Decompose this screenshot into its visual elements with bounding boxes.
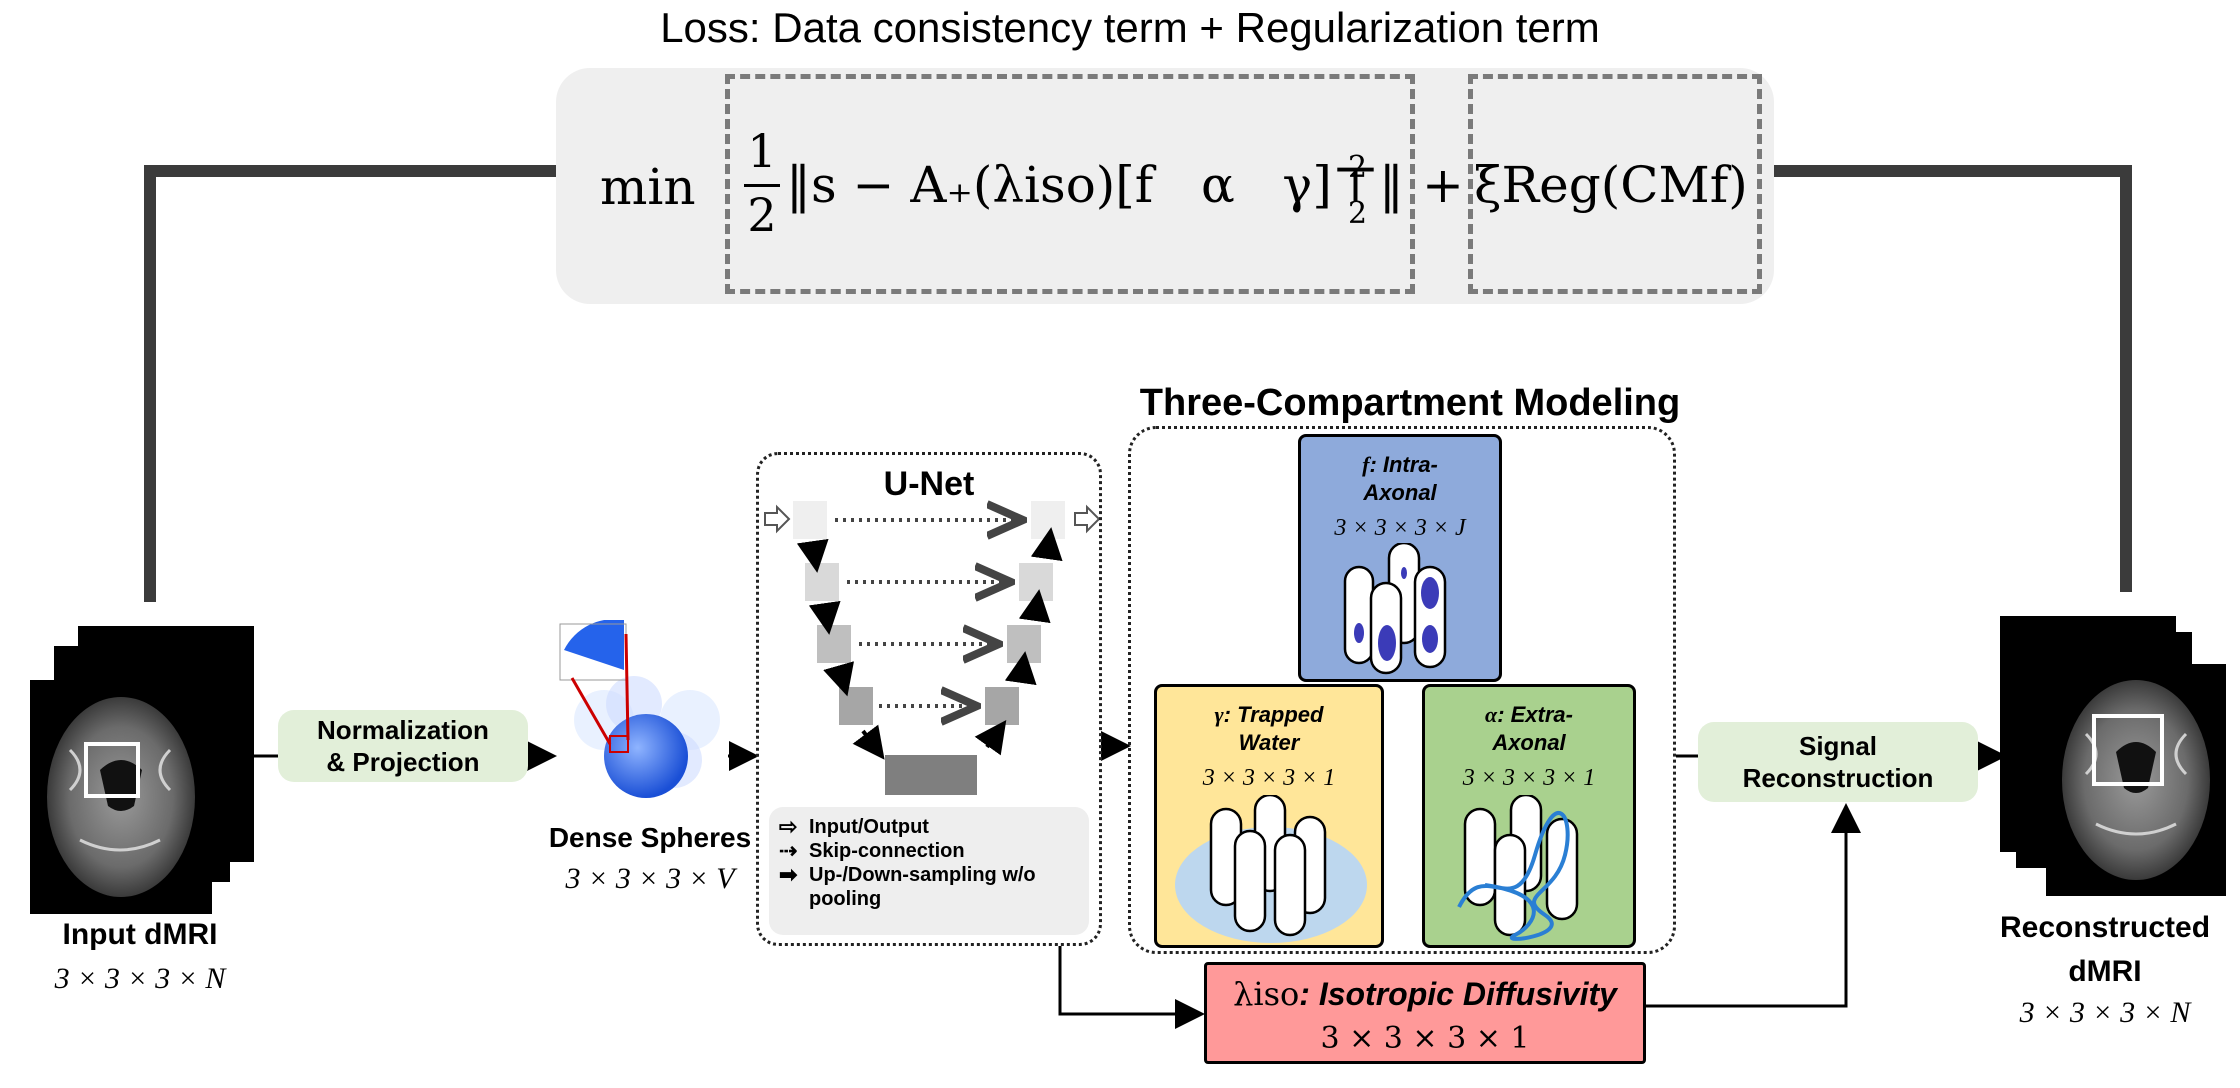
trapped-water-label: γ: Trapped Water bbox=[1157, 701, 1381, 757]
input-dmri-stack bbox=[30, 620, 260, 914]
output-dmri-stack bbox=[2000, 612, 2226, 896]
isotropic-diffusivity-box: λiso: Isotropic Diffusivity 3 × 3 × 3 × … bbox=[1204, 962, 1646, 1064]
three-compartment-title: Three-Compartment Modeling bbox=[1139, 382, 1681, 424]
isotropic-name: : Isotropic Diffusivity bbox=[1299, 976, 1617, 1012]
brain-mri-image bbox=[47, 697, 195, 897]
signal-line2: Reconstruction bbox=[1742, 763, 1934, 793]
legend-skip-connection: ⇢ Skip-connection bbox=[779, 839, 1079, 863]
trapped-name-line1: : Trapped bbox=[1223, 702, 1324, 727]
extra-name-line1: : Extra- bbox=[1497, 702, 1573, 727]
unet-legend: ⇨ Input/Output ⇢ Skip-connection ➡ Up-/D… bbox=[769, 807, 1089, 935]
unet-block: U-Net bbox=[756, 452, 1102, 946]
trapped-dims: 3 × 3 × 3 × 1 bbox=[1202, 765, 1336, 791]
unet-title: U-Net bbox=[883, 465, 975, 503]
arrow-isotropic-to-signal bbox=[1646, 803, 1861, 1008]
trapped-water-compartment: γ: Trapped Water 3 × 3 × 3 × 1 bbox=[1154, 684, 1384, 948]
data-consistency-term-box bbox=[725, 74, 1415, 294]
reconstructed-mri-image bbox=[2062, 680, 2210, 880]
output-dmri-label: Reconstructed dMRI bbox=[1980, 906, 2230, 994]
intra-name-line2: Axonal bbox=[1363, 480, 1437, 505]
intra-axonal-label: f: Intra- Axonal bbox=[1301, 451, 1499, 507]
data-consistency-term: ‖s − A₊(λiso)[f α γ]⊤‖ bbox=[786, 156, 1404, 214]
normalization-line2: & Projection bbox=[326, 747, 480, 777]
hollow-arrow-icon: ⇨ bbox=[779, 814, 798, 839]
extra-symbol: α bbox=[1485, 702, 1498, 727]
output-slice-front bbox=[2046, 664, 2226, 896]
signal-line1: Signal bbox=[1798, 731, 1877, 761]
extra-name-line2: Axonal bbox=[1492, 730, 1566, 755]
trapped-name-line2: Water bbox=[1238, 730, 1300, 755]
loss-formula-box: min 1 2 ‖s − A₊(λiso)[f α γ]⊤‖ 2 2 + ξRe… bbox=[556, 68, 1774, 304]
extra-axonal-label: α: Extra- Axonal bbox=[1425, 701, 1633, 757]
intra-axonal-cylinders bbox=[1343, 543, 1447, 675]
norm-power: 2 bbox=[1348, 150, 1368, 185]
extra-axonal-cylinders bbox=[1457, 795, 1579, 941]
extra-axonal-compartment: α: Extra- Axonal 3 × 3 × 3 × 1 bbox=[1422, 684, 1636, 948]
legend-sampling: ➡ Up-/Down-sampling w/o pooling bbox=[779, 863, 1079, 911]
dense-spheres-label: Dense Spheres bbox=[548, 822, 752, 853]
dense-spheres-graphic bbox=[559, 620, 720, 798]
three-compartment-block bbox=[1128, 426, 1676, 954]
input-dmri-label: Input dMRI bbox=[62, 918, 218, 951]
norm-subscript: 2 bbox=[1348, 196, 1368, 231]
loss-plus: + bbox=[1422, 156, 1464, 214]
dashed-arrow-icon: ⇢ bbox=[779, 838, 798, 863]
regularization-term-box bbox=[1468, 74, 1762, 294]
input-slice-front bbox=[30, 680, 212, 914]
normalization-projection-step: Normalization & Projection bbox=[278, 710, 528, 782]
intra-symbol: f bbox=[1362, 452, 1370, 477]
legend-input-output-text: Input/Output bbox=[809, 816, 929, 838]
fraction-bar bbox=[744, 184, 780, 187]
normalization-line1: Normalization bbox=[317, 715, 489, 745]
isotropic-dims: 3 × 3 × 3 × 1 bbox=[1320, 1021, 1530, 1056]
output-label-line1: Reconstructed bbox=[1999, 911, 2211, 944]
dense-spheres-dims: 3 × 3 × 3 × V bbox=[565, 862, 735, 895]
legend-input-output: ⇨ Input/Output bbox=[779, 815, 1079, 839]
loss-to-input-connector bbox=[144, 165, 556, 602]
unet-architecture bbox=[764, 455, 1099, 795]
regularization-term: ξReg(CMf) bbox=[1474, 156, 1748, 214]
isotropic-label: λiso: Isotropic Diffusivity bbox=[1207, 975, 1643, 1013]
output-label-line2: dMRI bbox=[2068, 955, 2142, 988]
intra-axonal-compartment: f: Intra- Axonal 3 × 3 × 3 × J bbox=[1298, 434, 1502, 682]
intra-dims: 3 × 3 × 3 × J bbox=[1334, 515, 1466, 541]
loss-min: min bbox=[600, 158, 696, 216]
extra-dims: 3 × 3 × 3 × 1 bbox=[1462, 765, 1596, 791]
loss-title: Loss: Data consistency term + Regulariza… bbox=[660, 4, 1600, 51]
output-dmri-dims: 3 × 3 × 3 × N bbox=[2019, 996, 2191, 1029]
arrow-unet-to-isotropic bbox=[1058, 946, 1205, 1029]
isotropic-symbol: λiso bbox=[1233, 975, 1300, 1013]
legend-sampling-text: Up-/Down-sampling w/o pooling bbox=[809, 864, 1036, 910]
legend-skip-connection-text: Skip-connection bbox=[809, 840, 965, 862]
trapped-water-cylinders bbox=[1175, 795, 1367, 943]
intra-name-line1: : Intra- bbox=[1369, 452, 1438, 477]
fraction-numerator: 1 bbox=[747, 124, 777, 178]
fraction-denominator: 2 bbox=[747, 188, 777, 242]
loss-to-output-connector bbox=[1774, 165, 2132, 592]
signal-reconstruction-step: Signal Reconstruction bbox=[1698, 722, 1978, 802]
trapped-symbol: γ bbox=[1214, 702, 1224, 727]
solid-arrow-icon: ➡ bbox=[779, 862, 798, 887]
input-dmri-dims: 3 × 3 × 3 × N bbox=[54, 962, 226, 995]
